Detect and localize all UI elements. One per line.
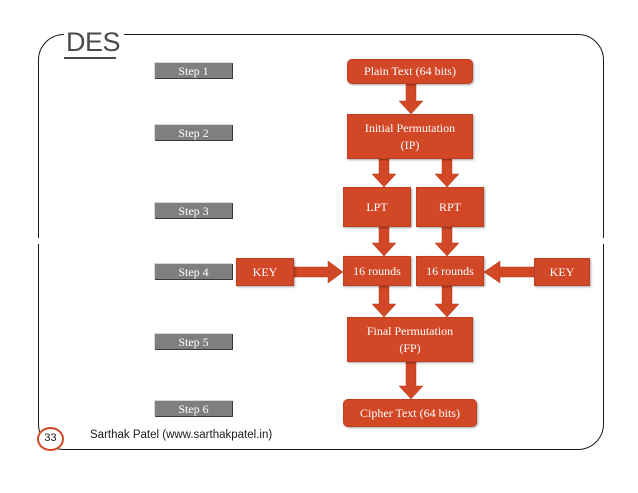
rounds-right-label: 16 rounds (426, 263, 474, 278)
ciphertext-label: Cipher Text (64 bits) (360, 405, 460, 420)
step-4-label: Step 4 (154, 263, 232, 279)
key-left-box: KEY (236, 258, 294, 286)
arrow-key-to-rounds-left (293, 260, 344, 284)
lpt-label: LPT (366, 199, 388, 214)
page-number-badge: 33 (37, 427, 64, 451)
arrow-key-to-rounds-right (483, 260, 535, 284)
arrow-lpt-to-rounds (371, 226, 397, 257)
lpt-box: LPT (343, 187, 411, 227)
key-right-label: KEY (549, 264, 575, 279)
key-right-box: KEY (534, 258, 590, 286)
title-underline (64, 57, 116, 59)
ip-label-line1: Initial Permutation (364, 120, 456, 135)
plaintext-box: Plain Text (64 bits) (347, 59, 473, 84)
arrow-rpt-to-rounds (434, 226, 460, 257)
arrow-ip-to-lpt (371, 158, 397, 188)
arrow-rounds-left-to-fp (371, 285, 397, 318)
plaintext-label: Plain Text (64 bits) (364, 64, 456, 78)
final-permutation-box: Final Permutation (FP) (347, 317, 473, 362)
rounds-left-label: 16 rounds (353, 263, 401, 278)
arrow-plaintext-to-ip (398, 83, 424, 115)
slide-title: DES (64, 26, 125, 58)
fp-label-line1: Final Permutation (366, 323, 454, 338)
step-1-label: Step 1 (154, 62, 232, 78)
fp-label-line2: (FP) (399, 340, 421, 355)
frame-gap-left (30, 238, 44, 244)
step-5-label: Step 5 (154, 333, 232, 349)
author-credit: Sarthak Patel (www.sarthakpatel.in) (90, 429, 273, 441)
arrow-ip-to-rpt (434, 158, 460, 188)
arrow-rounds-right-to-fp (434, 285, 460, 318)
rpt-box: RPT (416, 187, 484, 227)
frame-gap-right (598, 238, 612, 244)
arrow-fp-to-ciphertext (398, 361, 424, 400)
initial-permutation-box: Initial Permutation (IP) (347, 114, 473, 159)
rounds-left-box: 16 rounds (343, 256, 411, 286)
rounds-right-box: 16 rounds (416, 256, 484, 286)
ciphertext-box: Cipher Text (64 bits) (343, 399, 477, 427)
step-3-label: Step 3 (154, 202, 232, 218)
rpt-label: RPT (438, 199, 461, 214)
ip-label-line2: (IP) (400, 137, 420, 152)
key-left-label: KEY (252, 264, 278, 279)
step-2-label: Step 2 (154, 124, 232, 140)
step-6-label: Step 6 (154, 400, 232, 416)
